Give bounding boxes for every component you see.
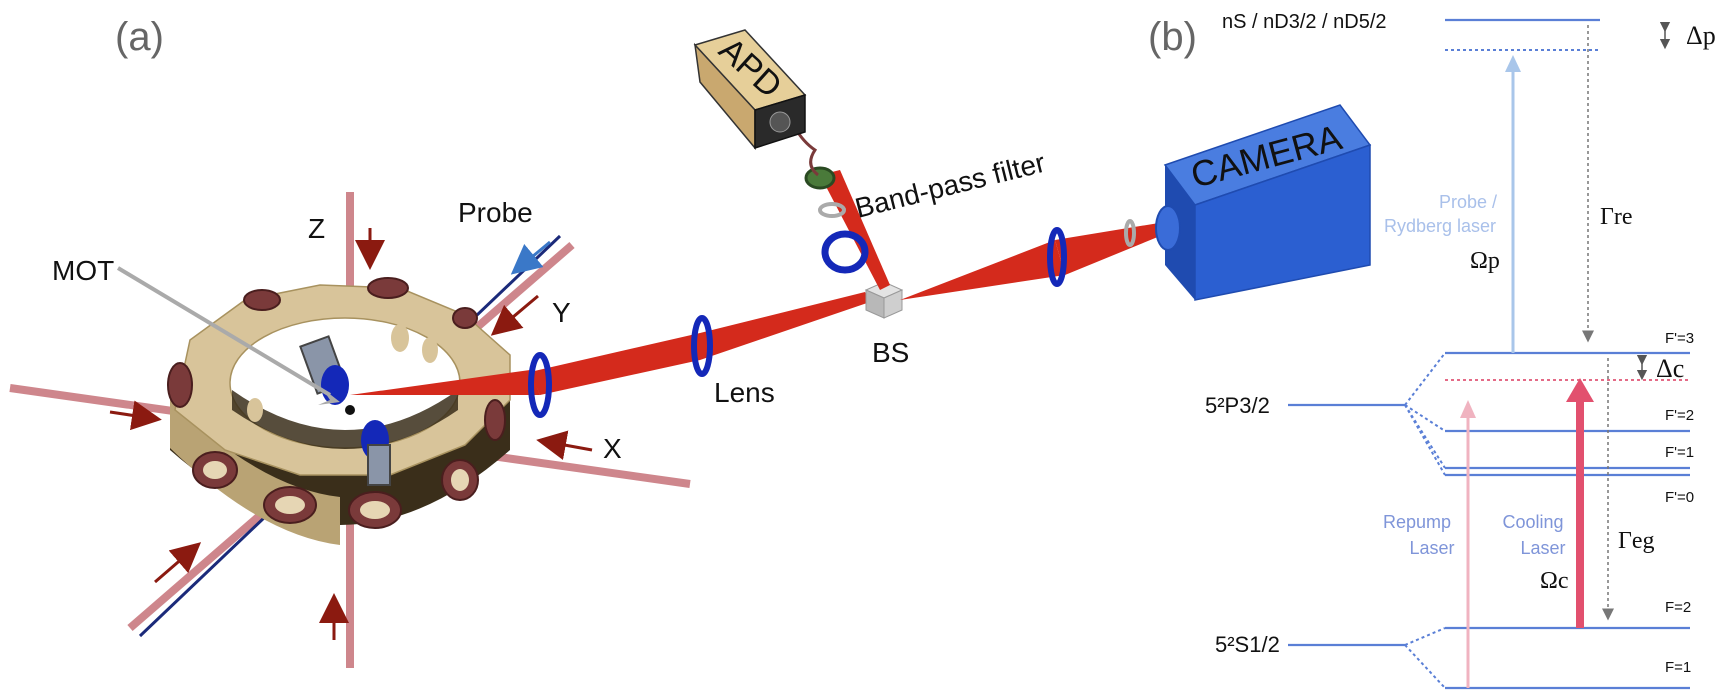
converging-beam bbox=[700, 292, 870, 360]
chamber-inner-wall bbox=[232, 390, 458, 449]
port-window bbox=[451, 469, 469, 491]
bs-label: BS bbox=[872, 337, 909, 368]
repump-label-2: Laser bbox=[1409, 538, 1454, 558]
arrow-x-left bbox=[109, 400, 162, 431]
coil-holder-bottom bbox=[367, 444, 391, 486]
probe-label: Probe bbox=[458, 197, 533, 228]
apd-filter-ring bbox=[818, 202, 846, 218]
p32-splitting-lines bbox=[1404, 352, 1446, 476]
cooling-laser-arrowhead bbox=[1566, 378, 1594, 402]
rydberg-level-label: nS / nD3/2 / nD5/2 bbox=[1222, 11, 1387, 33]
lens-label: Lens bbox=[714, 377, 775, 408]
camera-beam-1 bbox=[900, 240, 1065, 300]
port bbox=[243, 289, 281, 311]
camera-port bbox=[1155, 205, 1181, 251]
panel-a-label: (a) bbox=[115, 15, 164, 59]
band-pass-filter-label: Band-pass filter bbox=[852, 147, 1048, 224]
inner-window bbox=[247, 398, 263, 422]
arrow-diag bbox=[154, 542, 202, 584]
probe-laser-arrowhead bbox=[1505, 55, 1521, 72]
mot-label: MOT bbox=[52, 255, 114, 286]
f1-label: F=1 bbox=[1665, 659, 1691, 676]
f2-label: F=2 bbox=[1665, 599, 1691, 616]
gamma-re-symbol: Γre bbox=[1600, 204, 1633, 230]
port bbox=[452, 307, 478, 329]
inner-window bbox=[422, 337, 438, 363]
cooling-label-1: Cooling bbox=[1502, 512, 1563, 532]
apd-lens bbox=[821, 230, 869, 274]
probe-laser-label-1: Probe / bbox=[1439, 192, 1497, 212]
delta-c-symbol: Δc bbox=[1656, 354, 1684, 383]
port-window bbox=[275, 496, 305, 514]
omega-c-symbol: Ωc bbox=[1540, 568, 1569, 594]
port bbox=[367, 277, 409, 299]
s12-label: 5²S1/2 bbox=[1215, 632, 1280, 657]
f2p-label: F'=2 bbox=[1665, 407, 1694, 424]
axis-x-label: X bbox=[603, 433, 622, 464]
omega-p-symbol: Ωp bbox=[1470, 248, 1500, 274]
panel-b: (b) nS / nD3/2 / nD5/2 Δp 5²P3/2 F'=3 F'… bbox=[1148, 11, 1716, 690]
f1p-label: F'=1 bbox=[1665, 444, 1694, 461]
repump-laser-arrowhead bbox=[1460, 400, 1476, 418]
port-windows bbox=[203, 461, 469, 519]
arrow-y bbox=[490, 294, 539, 336]
vacuum-chamber bbox=[167, 277, 511, 545]
cooling-label-2: Laser bbox=[1520, 538, 1565, 558]
arrow-x-right bbox=[536, 430, 593, 460]
beam-splitter bbox=[864, 281, 904, 319]
delta-p-symbol: Δp bbox=[1686, 21, 1716, 50]
mot-beam-arrows bbox=[109, 228, 593, 640]
probe-laser-label-2: Rydberg laser bbox=[1384, 216, 1496, 236]
port-window bbox=[203, 461, 227, 479]
probe-arrow bbox=[510, 240, 551, 275]
atom-cloud bbox=[345, 405, 355, 415]
chamber-ports bbox=[167, 277, 506, 529]
camera: CAMERA bbox=[1155, 104, 1372, 301]
apd-detector: APD bbox=[693, 29, 819, 177]
f3p-label: F'=3 bbox=[1665, 330, 1694, 347]
p32-label: 5²P3/2 bbox=[1205, 393, 1270, 418]
collimated-beam-1 bbox=[530, 333, 700, 395]
mot-coils bbox=[299, 335, 391, 486]
lens bbox=[691, 315, 713, 377]
fluorescence-cone bbox=[350, 370, 540, 395]
s12-splitting-lines bbox=[1404, 627, 1446, 689]
inner-window bbox=[391, 324, 409, 352]
gamma-eg-symbol: Γeg bbox=[1618, 528, 1655, 554]
repump-label-1: Repump bbox=[1383, 512, 1451, 532]
port bbox=[484, 399, 506, 441]
panel-b-label: (b) bbox=[1148, 15, 1197, 59]
apd-beam bbox=[820, 170, 890, 290]
objective-lens bbox=[528, 352, 552, 418]
f0p-label: F'=0 bbox=[1665, 489, 1694, 506]
port bbox=[167, 362, 193, 408]
mot-pointer bbox=[116, 266, 332, 397]
band-pass-filter bbox=[804, 166, 836, 190]
camera-lens bbox=[1047, 227, 1067, 287]
port-window bbox=[360, 501, 390, 519]
axis-z-label: Z bbox=[308, 213, 325, 244]
panel-a: (a) bbox=[9, 15, 1372, 668]
camera-beam-2 bbox=[1055, 222, 1165, 275]
camera-filter bbox=[1124, 219, 1136, 247]
axis-y-label: Y bbox=[552, 297, 571, 328]
apd-aperture bbox=[769, 111, 791, 133]
